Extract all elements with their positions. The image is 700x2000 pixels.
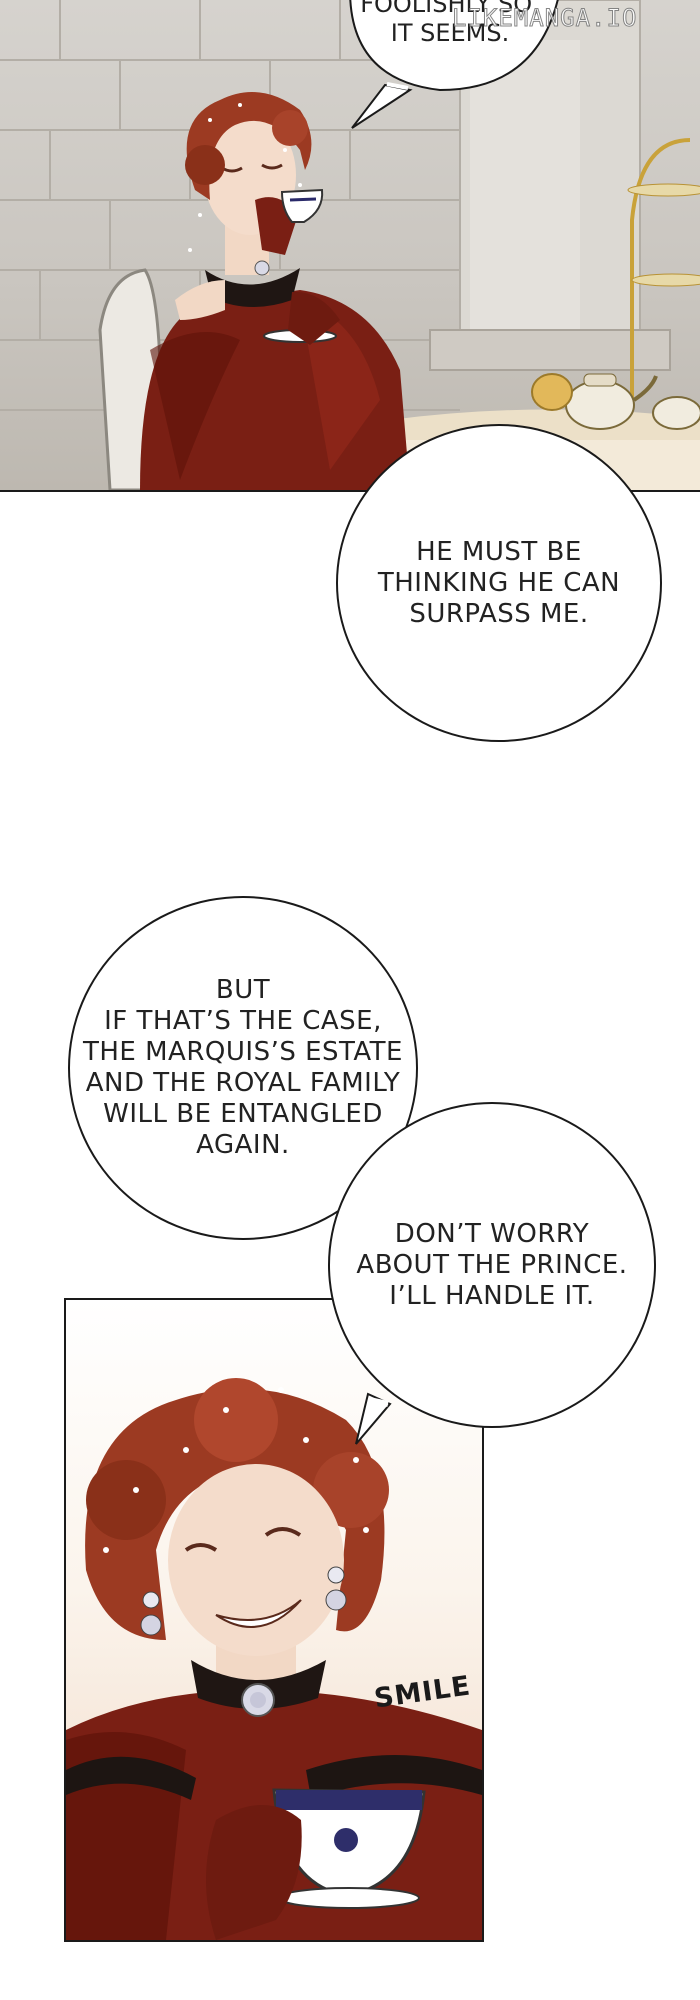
- teapot-icon: [565, 373, 658, 430]
- top-bubble-text: FOOLISHLY SO, IT SEEMS.: [360, 0, 540, 47]
- bubble-text-entangled: BUT IF THAT’S THE CASE, THE MARQUIS’S ES…: [83, 975, 403, 1160]
- tea-party-scene: [0, 0, 700, 490]
- bubble-tail-prince: [355, 1392, 392, 1445]
- smiling-woman-scene: [66, 1378, 482, 1940]
- red-hair: [85, 1388, 385, 1640]
- speech-bubble-surpass: HE MUST BE THINKING HE CAN SURPASS ME.: [336, 424, 662, 742]
- watermark: LIKEMANGA.IO: [451, 4, 638, 33]
- bubble-text-prince: DON’T WORRY ABOUT THE PRINCE. I’LL HANDL…: [356, 1218, 628, 1311]
- top-panel: FOOLISHLY SO, IT SEEMS. LIKEMANGA.IO: [0, 0, 700, 492]
- teacup-icon: [272, 1788, 426, 1909]
- speech-bubble-prince: DON’T WORRY ABOUT THE PRINCE. I’LL HANDL…: [328, 1102, 656, 1428]
- bubble-text-surpass: HE MUST BE THINKING HE CAN SURPASS ME.: [377, 536, 621, 629]
